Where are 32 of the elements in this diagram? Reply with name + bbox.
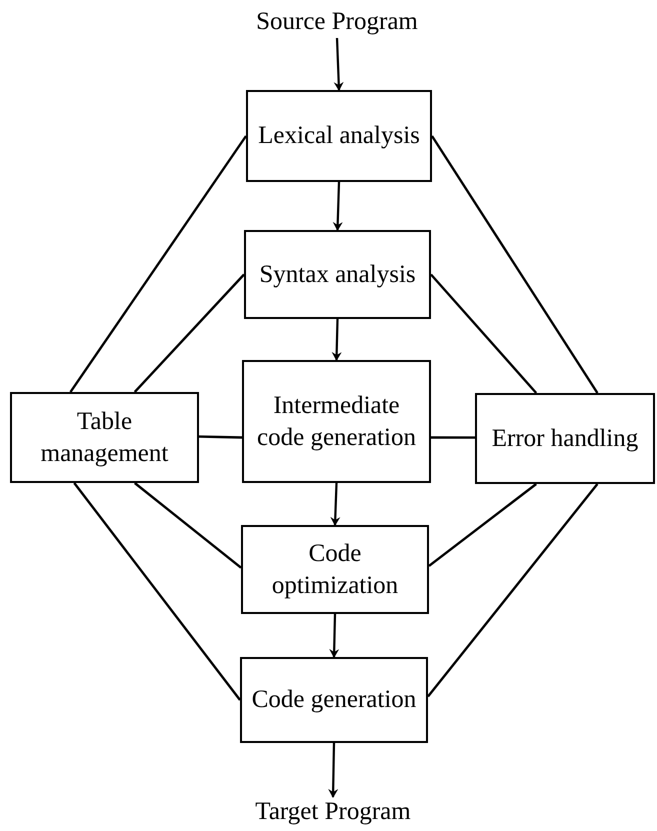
box-label: Syntax analysis <box>259 260 416 290</box>
box-label: Code optimization <box>270 539 400 600</box>
box-label: Lexical analysis <box>258 121 420 152</box>
process-box <box>10 392 199 483</box>
connector-line <box>431 135 598 394</box>
connector-line <box>428 483 537 567</box>
arrow <box>330 482 340 526</box>
connector-line <box>70 135 247 393</box>
program-label: Source Program <box>237 6 437 38</box>
box-label: Table management <box>40 407 170 468</box>
connector-line <box>427 483 598 698</box>
connector-line <box>198 435 242 439</box>
connector-line <box>134 482 242 569</box>
process-box <box>244 230 431 319</box>
connector-line <box>134 274 245 393</box>
process-box <box>475 393 655 484</box>
process-box <box>242 360 431 483</box>
connector-line <box>73 482 241 701</box>
process-box <box>241 525 429 614</box>
box-label: Intermediate code generation <box>256 391 417 452</box>
process-box <box>246 90 432 182</box>
arrow <box>332 182 343 231</box>
process-box <box>240 657 428 743</box>
connector-line <box>431 436 475 439</box>
arrow <box>329 614 340 658</box>
arrow <box>328 742 338 798</box>
connector-line <box>430 274 538 394</box>
arrow <box>334 38 344 91</box>
arrow <box>332 318 342 361</box>
box-label: Code generation <box>252 685 416 716</box>
program-label: Target Program <box>233 797 433 827</box>
box-label: Error handling <box>492 424 638 454</box>
